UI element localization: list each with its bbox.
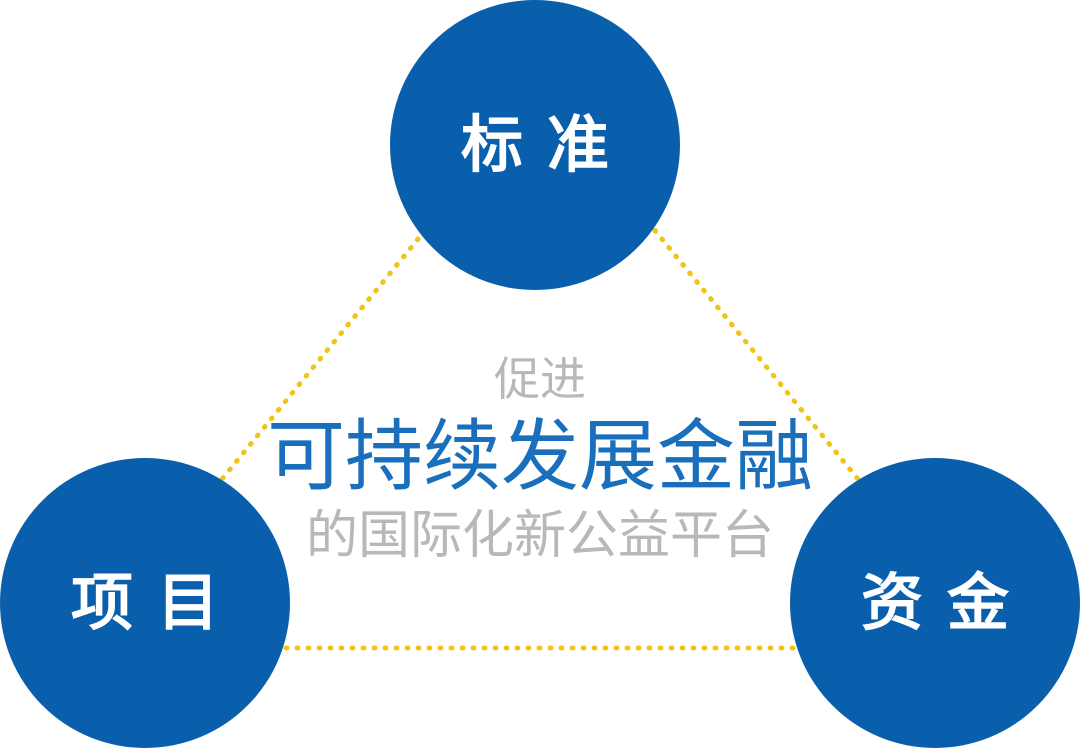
node-fund-label: 资金: [860, 566, 1033, 639]
connector-top-left: [215, 219, 435, 487]
node-project: 项目: [0, 458, 290, 748]
center-line-platform: 的国际化新公益平台: [305, 506, 774, 566]
node-standard: 标准: [390, 0, 680, 290]
connector-top-right: [645, 219, 865, 487]
node-project-label: 项目: [70, 566, 243, 639]
node-fund: 资金: [790, 458, 1080, 748]
center-headline: 可持续发展金融: [266, 412, 813, 502]
node-standard-label: 标准: [460, 108, 633, 181]
center-line-promote: 促进: [494, 352, 586, 406]
